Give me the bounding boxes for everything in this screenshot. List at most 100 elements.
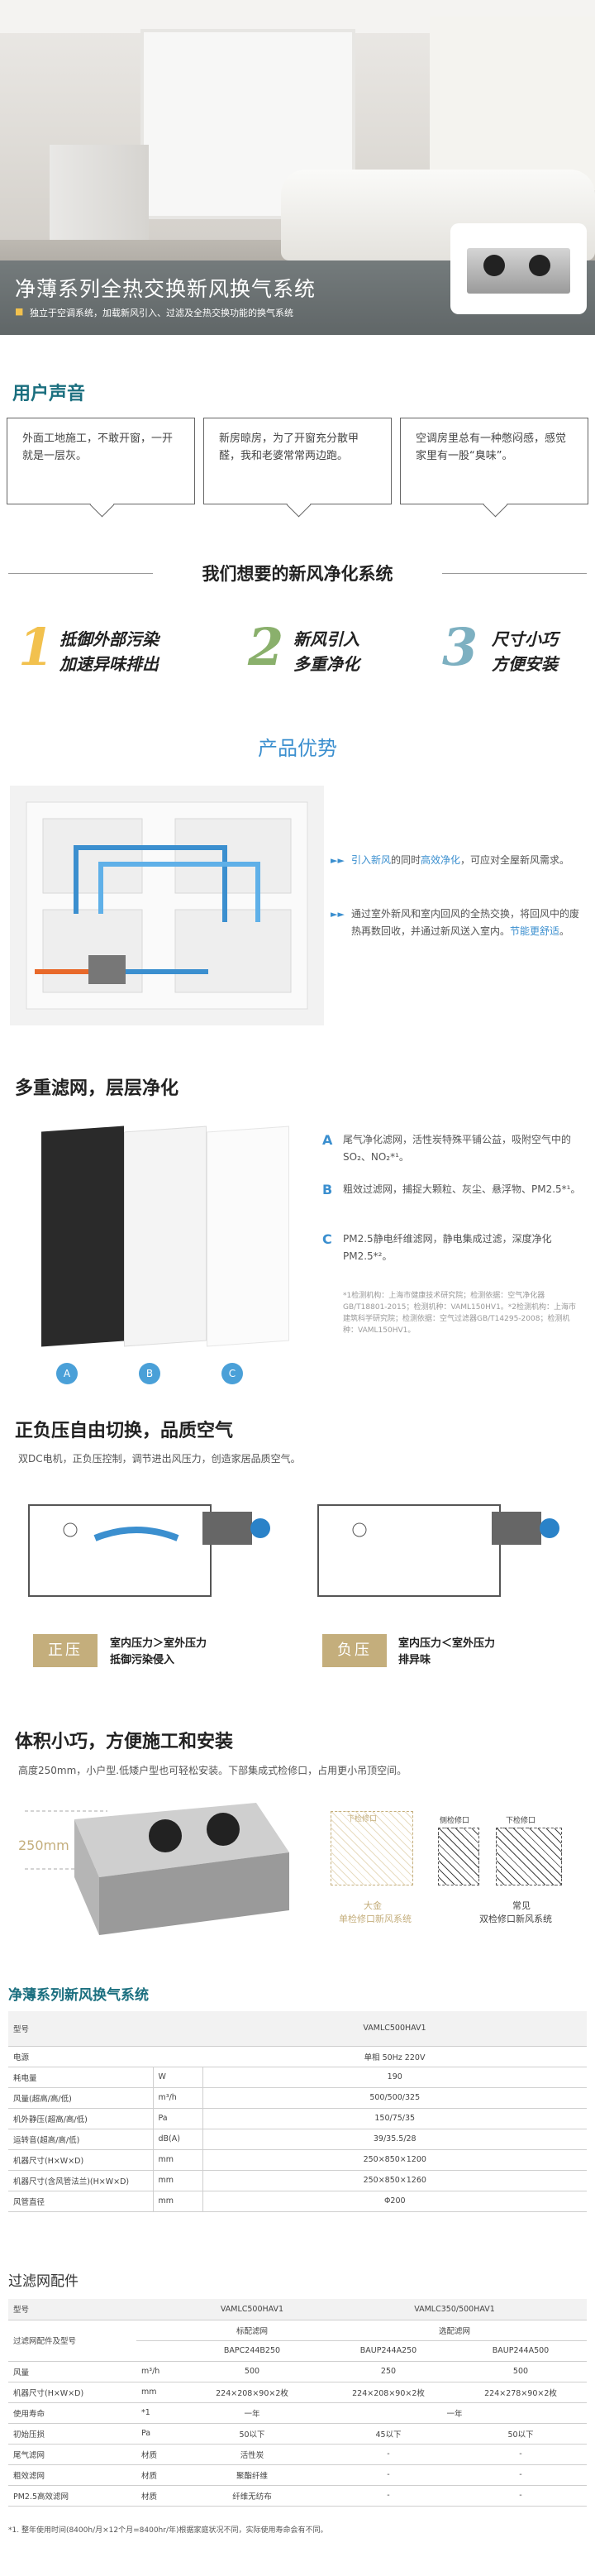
table-cell <box>136 2340 182 2362</box>
table-cell: 224×278×90×2枚 <box>455 2382 587 2403</box>
filter-title: 多重滤网，层层净化 <box>15 1078 179 1099</box>
number-1: 1 <box>18 617 55 677</box>
table-cell: 型号 <box>8 2299 91 2320</box>
table-cell: 材质 <box>136 2444 182 2465</box>
hero-product-image <box>450 223 587 314</box>
info-icon: ■ <box>15 306 24 317</box>
negative-house-svg <box>317 1504 559 1597</box>
advantage-text: 。 <box>559 925 570 937</box>
want-title: 我们想要的新风净化系统 <box>153 561 442 585</box>
positive-badge: 正压 <box>33 1634 98 1667</box>
unit-svg <box>25 1803 289 1935</box>
hero-banner <box>0 0 595 335</box>
advantage-text: 的同时 <box>391 854 421 866</box>
table-cell: - <box>322 2444 455 2465</box>
positive-pressure-diagram <box>12 1489 293 1608</box>
table-cell: BAUP244A500 <box>455 2340 587 2362</box>
caption-single: 单检修口新风系统 <box>339 1914 412 1924</box>
table-cell: 150/75/35 <box>202 2108 587 2129</box>
negative-line: 室内压力＜室外压力 <box>398 1637 496 1650</box>
table-cell: 风量(超高/高/低) <box>8 2087 154 2109</box>
table-row: 机器尺寸(H×W×D) mm 224×208×90×2枚 224×208×90×… <box>8 2382 587 2403</box>
hero-title: 净薄系列全热交换新风换气系统 <box>15 277 317 301</box>
advantage-point-1: ►► 引入新风的同时高效净化，可应对全屋新风需求。 <box>331 852 583 869</box>
bottom-hatch-diagram <box>496 1828 562 1885</box>
advantage-text: ，可应对全屋新风需求。 <box>460 854 570 866</box>
product-duct-icon <box>529 255 550 276</box>
negative-badge: 负压 <box>322 1634 387 1667</box>
table-cell: PM2.5高效滤网 <box>8 2485 136 2507</box>
product-duct-icon <box>483 255 505 276</box>
table-cell: 250×850×1200 <box>202 2149 587 2171</box>
table-row: 运转音(超高/高/低)dB(A)39/35.5/28 <box>8 2129 587 2150</box>
filter-footnote: *1检测机构：上海市健康技术研究院；检测依据：空气净化器GB/T18801-20… <box>343 1292 577 1335</box>
table-cell <box>153 2011 202 2047</box>
table-cell: 初始压损 <box>8 2423 136 2445</box>
filter-item-a: A 尾气净化滤网，活性炭特殊平铺公益，吸附空气中的SO₂、NO₂*¹。 <box>322 1131 583 1166</box>
highlight-text: 节能更舒适 <box>510 925 560 937</box>
table-cell: BAUP244A250 <box>322 2340 455 2362</box>
table-cell: 机器尺寸(含风管法兰)(H×W×D) <box>8 2170 154 2191</box>
footnote: *1. 整年使用时间(8400h/月×12个月=8400hr/年)根据家庭状况不… <box>8 2526 328 2535</box>
table-cell: 尾气滤网 <box>8 2444 136 2465</box>
side-hatch-diagram <box>438 1828 479 1885</box>
table-cell: Pa <box>136 2423 182 2445</box>
filter-panel-b <box>124 1126 207 1347</box>
table-cell: - <box>322 2485 455 2507</box>
filter-letter: A <box>322 1132 333 1148</box>
product-body <box>467 248 570 294</box>
table-cell <box>153 2046 202 2067</box>
table-cell: VAMLC500HAV1 <box>202 2011 587 2047</box>
table-cell: 190 <box>202 2067 587 2088</box>
table-cell: VAMLC350/500HAV1 <box>322 2299 587 2320</box>
parts-title: 过滤网配件 <box>8 2273 79 2290</box>
table-cell: 风管直径 <box>8 2191 154 2212</box>
table-cell: 耗电量 <box>8 2067 154 2088</box>
table-cell: 运转音(超高/高/低) <box>8 2129 154 2150</box>
table-cell <box>91 2299 136 2320</box>
single-hatch-diagram <box>331 1811 413 1885</box>
table-row: PM2.5高效滤网 材质 纤维无纺布 - - <box>8 2485 587 2507</box>
table-cell: 粗效滤网 <box>8 2464 136 2486</box>
triangle-bullet-icon: ►► <box>331 909 345 920</box>
table-cell: 材质 <box>136 2464 182 2486</box>
want-item-2: 新风引入 多重净化 <box>293 627 359 676</box>
filter-panel-a <box>41 1126 124 1347</box>
positive-house-svg <box>28 1504 270 1597</box>
hatch-label: 下检修口 <box>347 1815 378 1823</box>
table-cell: VAMLC500HAV1 <box>182 2299 322 2320</box>
table-row: 过滤网配件及型号 标配滤网 选配滤网 <box>8 2320 587 2362</box>
table-cell: mm <box>153 2170 203 2191</box>
caption-common: 常见 <box>512 1900 531 1911</box>
house-airflow-diagram <box>10 786 324 1025</box>
table-cell: m³/h <box>153 2087 203 2109</box>
table-cell: 选配滤网 <box>322 2320 587 2341</box>
hero-window-right <box>430 17 595 190</box>
table-cell: 过滤网配件及型号 <box>8 2320 136 2362</box>
number-2: 2 <box>248 617 284 677</box>
speech-bubble: 空调房里总有一种憋闷感，感觉家里有一股“臭味”。 <box>400 418 588 504</box>
want-item-3: 尺寸小巧 方便安装 <box>492 627 558 676</box>
caption-double: 双检修口新风系统 <box>479 1914 552 1924</box>
want-line: 多重净化 <box>293 654 359 674</box>
hero-subtitle: 独立于空调系统，加载新风引入、过滤及全热交换功能的换气系统 <box>30 308 293 318</box>
table-cell: 标配滤网 <box>182 2320 322 2341</box>
filter-circle-c: C <box>221 1363 243 1384</box>
want-line: 抵御外部污染 <box>60 629 159 649</box>
table-cell: Φ200 <box>202 2191 587 2212</box>
table-row: BAPC244B250 BAUP244A250 BAUP244A500 <box>8 2340 587 2362</box>
table-cell: 单相 50Hz 220V <box>202 2046 587 2067</box>
advantage-text: 通过室外新风和室内回风的全热交换，将回风中的废热再数回收，并通过新风送入室内。 <box>351 908 580 937</box>
table-cell: 39/35.5/28 <box>202 2129 587 2150</box>
table-row: 初始压损 Pa 50以下 45以下 50以下 <box>8 2423 587 2445</box>
table-cell: mm <box>136 2382 182 2403</box>
negative-line: 排异味 <box>398 1654 431 1666</box>
table-cell: *1 <box>136 2402 182 2424</box>
hatch-label: 侧检修口 <box>440 1817 470 1825</box>
filter-circle-b: B <box>139 1363 160 1384</box>
